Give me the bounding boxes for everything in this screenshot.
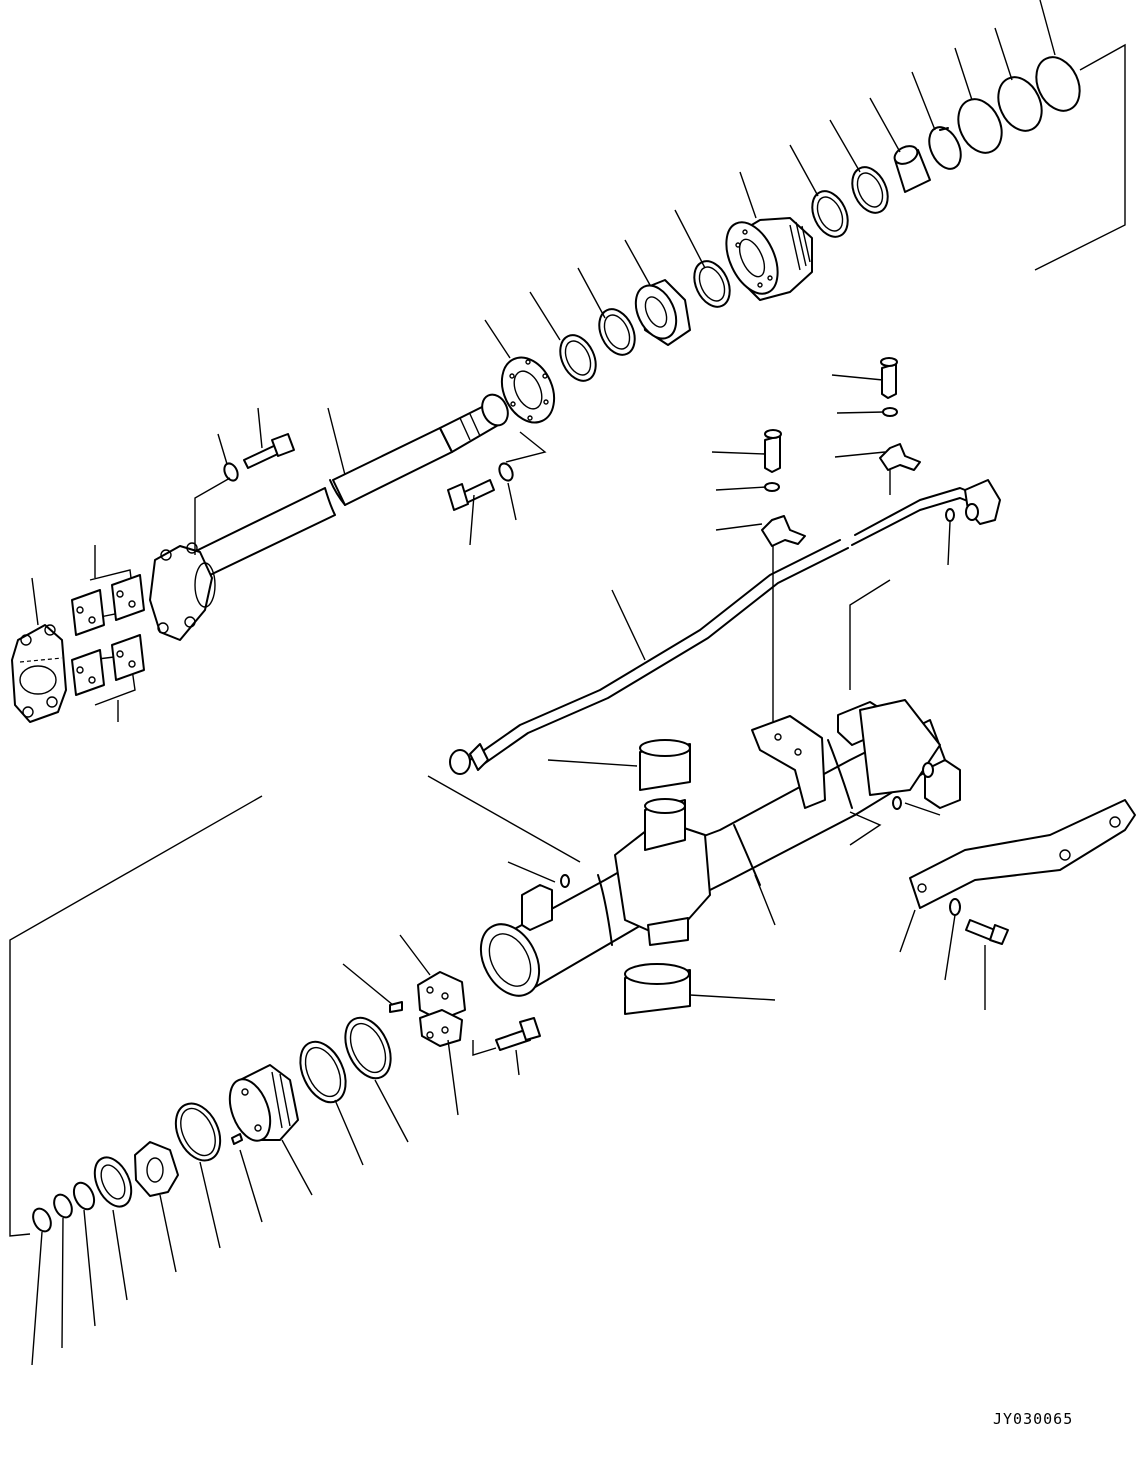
- snap-rings-top: [928, 56, 1081, 170]
- seal-rings-mid: [811, 166, 889, 238]
- drawing-reference-code: JY030065: [993, 1410, 1074, 1428]
- retainer-plate: [134, 1141, 179, 1197]
- clamp-bolt-lower: [761, 429, 806, 730]
- piston-rod: [197, 393, 509, 576]
- assembly-guide-lines: [9, 775, 581, 1237]
- trunnion-bushing-top: [639, 739, 691, 791]
- upper-bracket-outline: [1034, 43, 1126, 271]
- piston-rings: [299, 1016, 392, 1104]
- clamp-mount-mid: [751, 715, 826, 809]
- seal-ring-d: [693, 260, 731, 308]
- seal-rings-lower: [559, 308, 636, 382]
- piston: [228, 1064, 299, 1145]
- rod-eye: [149, 542, 216, 641]
- shim-plates: [71, 569, 145, 706]
- bolt-and-washer-rod-eye: [194, 433, 295, 555]
- head-end-block: [837, 579, 961, 810]
- hydraulic-hose: [449, 479, 1001, 775]
- wear-ring: [174, 1102, 222, 1162]
- port-block-rod-end: [521, 874, 570, 931]
- gland-flange: [634, 279, 691, 346]
- gasket-plate: [500, 356, 556, 424]
- trunnion: [614, 798, 711, 946]
- piston-nut: [389, 971, 466, 1047]
- split-cap: [11, 624, 67, 723]
- mounting-bracket: [909, 799, 1136, 909]
- cylinder-head: [725, 217, 813, 301]
- lower-seals: [32, 1156, 133, 1233]
- o-ring-hose: [945, 508, 955, 522]
- bushing-top: [893, 145, 931, 193]
- trunnion-bushing-bottom: [624, 963, 691, 1015]
- leader-lines: [31, 0, 1056, 1366]
- set-screw: [495, 1017, 541, 1051]
- bolt-and-washer-flange: [447, 431, 547, 511]
- clamp-bolt-upper: [879, 357, 921, 495]
